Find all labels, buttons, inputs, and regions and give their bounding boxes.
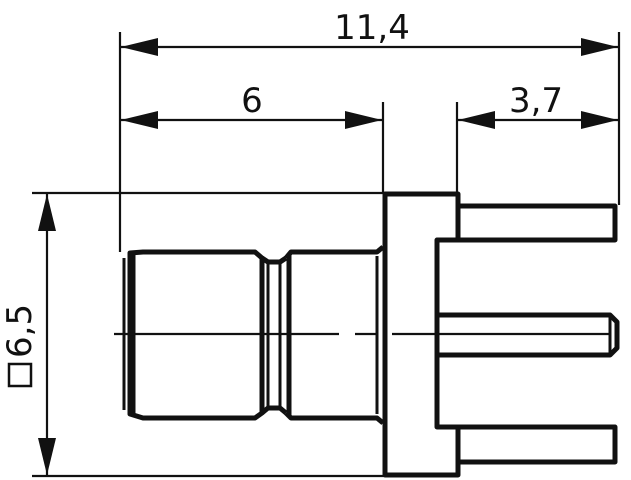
arrow-left-icon: [121, 38, 158, 56]
flange: [382, 191, 461, 478]
arrow-right-icon: [581, 38, 618, 56]
dimension-label-pin: 3,7: [509, 81, 563, 121]
dimension-flange-square: 6,5: [0, 191, 385, 478]
dimension-overall-length: 11,4: [118, 8, 621, 252]
groove-bottom: [260, 405, 288, 415]
dimension-pin-length: 3,7: [455, 81, 619, 194]
dimension-body-length: 6: [120, 81, 385, 194]
dimension-label-body: 6: [241, 81, 263, 121]
arrow-up-icon: [38, 194, 56, 231]
arrow-down-icon: [38, 438, 56, 475]
groove-top: [260, 255, 288, 265]
pin-center: [437, 312, 620, 358]
pins: [437, 203, 620, 465]
arrow-right-icon: [345, 111, 382, 129]
pin-bottom: [458, 424, 618, 465]
pin-top: [458, 203, 618, 243]
arrow-left-icon: [458, 111, 495, 129]
dimension-label-square: 6,5: [0, 304, 40, 358]
dimension-label-overall: 11,4: [334, 8, 410, 48]
arrow-right-icon: [581, 111, 618, 129]
arrow-left-icon: [121, 111, 158, 129]
flange-outline: [382, 191, 461, 478]
square-symbol-icon: [7, 362, 33, 388]
